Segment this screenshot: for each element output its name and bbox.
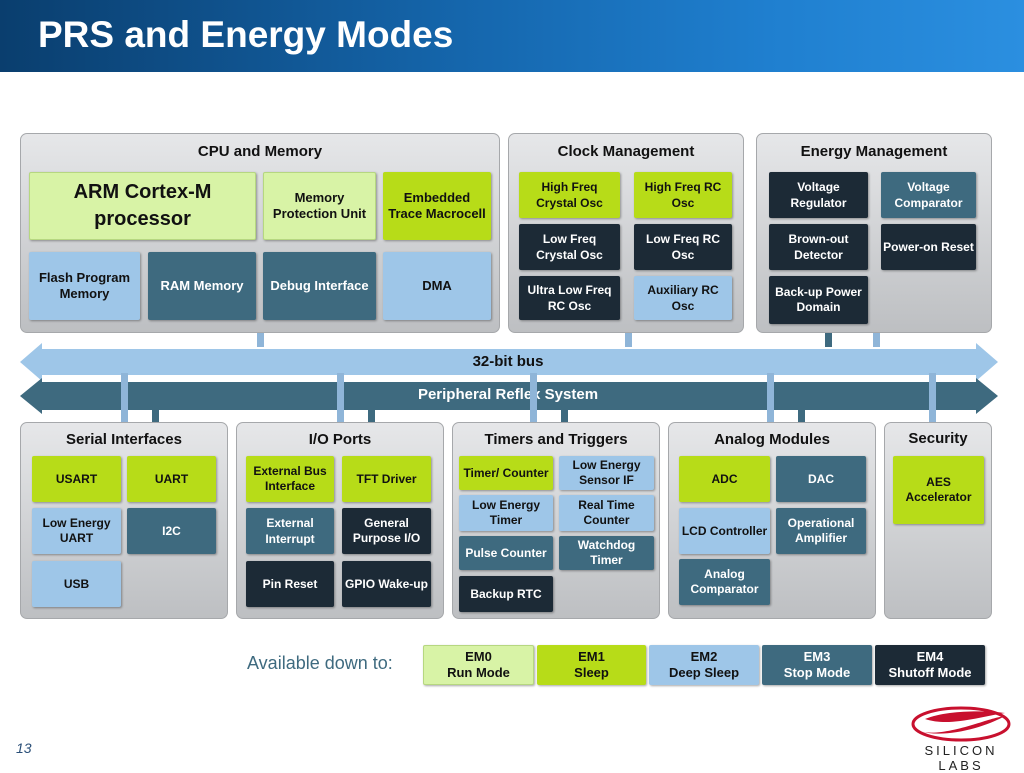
connector: [121, 373, 128, 423]
dac-block: DAC: [776, 456, 866, 502]
flash-block: Flash Program Memory: [29, 252, 140, 320]
legend-em2: EM2 Deep Sleep: [649, 645, 759, 685]
connector: [625, 333, 632, 347]
dma-block: DMA: [383, 252, 491, 320]
usart-block: USART: [32, 456, 121, 502]
page-number: 13: [16, 740, 32, 756]
etm-block: Embedded Trace Macrocell: [383, 172, 491, 240]
pinreset-block: Pin Reset: [246, 561, 334, 607]
vreg-block: Voltage Regulator: [769, 172, 868, 218]
lfrco-block: Low Freq RC Osc: [634, 224, 732, 270]
por-block: Power-on Reset: [881, 224, 976, 270]
prs-bus-label: Peripheral Reflex System: [417, 386, 599, 403]
rtc-block: Real Time Counter: [559, 495, 654, 531]
clock-title: Clock Management: [557, 143, 695, 160]
ulfrco-block: Ultra Low Freq RC Osc: [519, 276, 620, 320]
silicon-labs-logo-icon: [911, 706, 1011, 742]
connector: [530, 373, 537, 423]
hfxo-block: High Freq Crystal Osc: [519, 172, 620, 218]
ram-block: RAM Memory: [148, 252, 256, 320]
security-title: Security: [908, 430, 968, 447]
bod-block: Brown-out Detector: [769, 224, 868, 270]
connector: [337, 373, 344, 423]
em4-code: EM4: [916, 649, 944, 664]
legend-em3: EM3 Stop Mode: [762, 645, 872, 685]
bus-arrows: [20, 343, 998, 414]
connector: [368, 404, 375, 423]
legend-em4: EM4 Shutoff Mode: [875, 645, 985, 685]
gpio-wakeup-block: GPIO Wake-up: [342, 561, 431, 607]
em3-name: Stop Mode: [783, 665, 851, 680]
i2c-block: I2C: [127, 508, 216, 554]
em3-code: EM3: [803, 649, 831, 664]
wdog-block: Watchdog Timer: [559, 536, 654, 570]
title-bar: [0, 0, 1024, 72]
usb-block: USB: [32, 561, 121, 607]
em2-name: Deep Sleep: [668, 665, 740, 680]
em0-code: EM0: [465, 649, 492, 664]
connector: [152, 404, 159, 423]
legend-em0: EM0 Run Mode: [423, 645, 534, 685]
timer-counter-block: Timer/ Counter: [459, 456, 553, 490]
cpu-memory-title: CPU and Memory: [197, 143, 323, 160]
silicon-labs-wordmark: SILICON LABS: [924, 743, 998, 773]
em1-name: Sleep: [574, 665, 609, 680]
opamp-block: Operational Amplifier: [776, 508, 866, 554]
leuart-block: Low Energy UART: [32, 508, 121, 554]
burtc-block: Backup RTC: [459, 576, 553, 612]
32bit-bus-label: 32-bit bus: [472, 353, 544, 370]
ebi-block: External Bus Interface: [246, 456, 334, 502]
extint-block: External Interrupt: [246, 508, 334, 554]
em2-code: EM2: [690, 649, 718, 664]
connector: [929, 373, 936, 423]
pcnt-block: Pulse Counter: [459, 536, 553, 570]
backup-domain-block: Back-up Power Domain: [769, 276, 868, 324]
slide-title: PRS and Energy Modes: [38, 14, 454, 55]
legend-label: Available down to:: [247, 653, 393, 673]
lcd-block: LCD Controller: [679, 508, 770, 554]
hfrco-block: High Freq RC Osc: [634, 172, 732, 218]
energy-title: Energy Management: [800, 143, 948, 160]
connector: [798, 404, 805, 423]
mpu-block: Memory Protection Unit: [263, 172, 376, 240]
uart-block: UART: [127, 456, 216, 502]
acmp-block: Analog Comparator: [679, 559, 770, 605]
connector: [561, 404, 568, 423]
legend-em1: EM1 Sleep: [537, 645, 646, 685]
arm-cortex-block: ARM Cortex-M processor: [29, 172, 256, 240]
32bit-bus-arrow: [20, 343, 998, 381]
analog-title: Analog Modules: [714, 431, 830, 448]
lesense-block: Low Energy Sensor IF: [559, 456, 654, 490]
auxrco-block: Auxiliary RC Osc: [634, 276, 732, 320]
adc-block: ADC: [679, 456, 770, 502]
em0-name: Run Mode: [447, 665, 510, 680]
letimer-block: Low Energy Timer: [459, 495, 553, 531]
lfxo-block: Low Freq Crystal Osc: [519, 224, 620, 270]
em4-name: Shutoff Mode: [888, 665, 972, 680]
connector: [257, 333, 264, 347]
serial-title: Serial Interfaces: [66, 431, 182, 448]
connector: [767, 373, 774, 423]
tft-block: TFT Driver: [342, 456, 431, 502]
aes-block: AES Accelerator: [893, 456, 984, 524]
io-title: I/O Ports: [308, 431, 372, 448]
timers-title: Timers and Triggers: [484, 431, 628, 448]
gpio-block: General Purpose I/O: [342, 508, 431, 554]
prs-bus-arrow: [20, 378, 998, 414]
connector: [873, 333, 880, 347]
vcomp-block: Voltage Comparator: [881, 172, 976, 218]
em1-code: EM1: [578, 649, 605, 664]
connector: [825, 333, 832, 347]
debug-block: Debug Interface: [263, 252, 376, 320]
